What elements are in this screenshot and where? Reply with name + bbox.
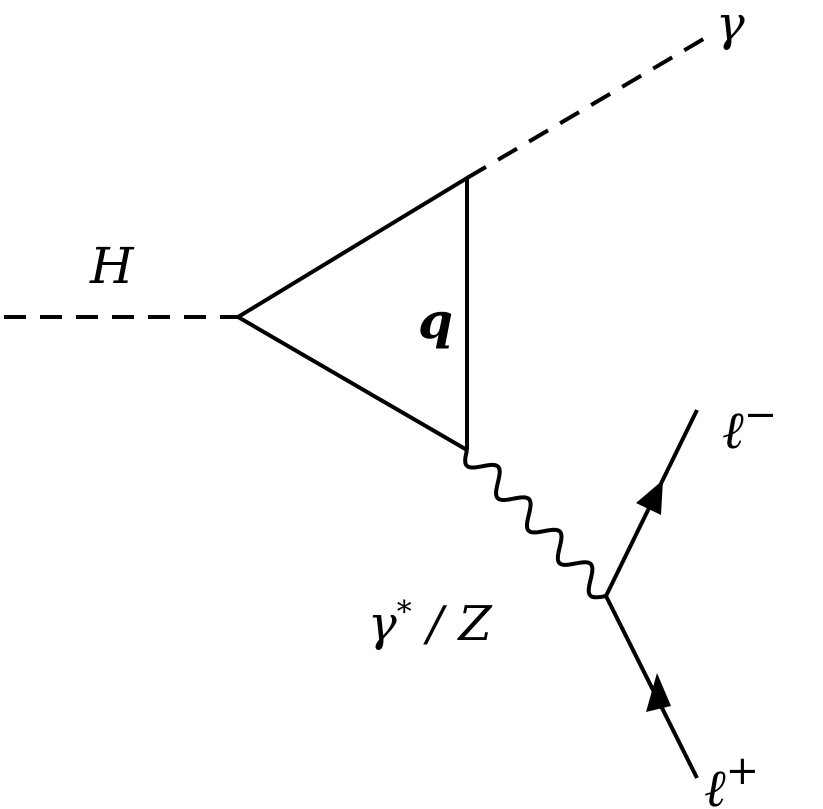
mediator-gamma: γ [368, 596, 397, 652]
electron-arrow [636, 480, 663, 515]
positron-arrow [646, 673, 671, 712]
quark-loop [234, 174, 469, 452]
electron-sign: − [744, 392, 778, 438]
quark-label: q [418, 291, 453, 350]
positron-line [604, 595, 699, 779]
mediator-z: / Z [412, 596, 494, 652]
boson-propagator [463, 449, 607, 600]
electron-letter: ℓ [722, 401, 744, 461]
positron-letter: ℓ [704, 759, 726, 809]
photon-propagator [465, 32, 714, 180]
mediator-label: γ* / Z [368, 595, 493, 652]
positron-sign: + [726, 748, 760, 794]
mediator-star: * [397, 595, 412, 630]
positron-label: ℓ+ [704, 748, 759, 809]
electron-label: ℓ− [722, 392, 777, 461]
higgs-label: H [89, 237, 135, 295]
photon-label: γ [716, 0, 745, 52]
